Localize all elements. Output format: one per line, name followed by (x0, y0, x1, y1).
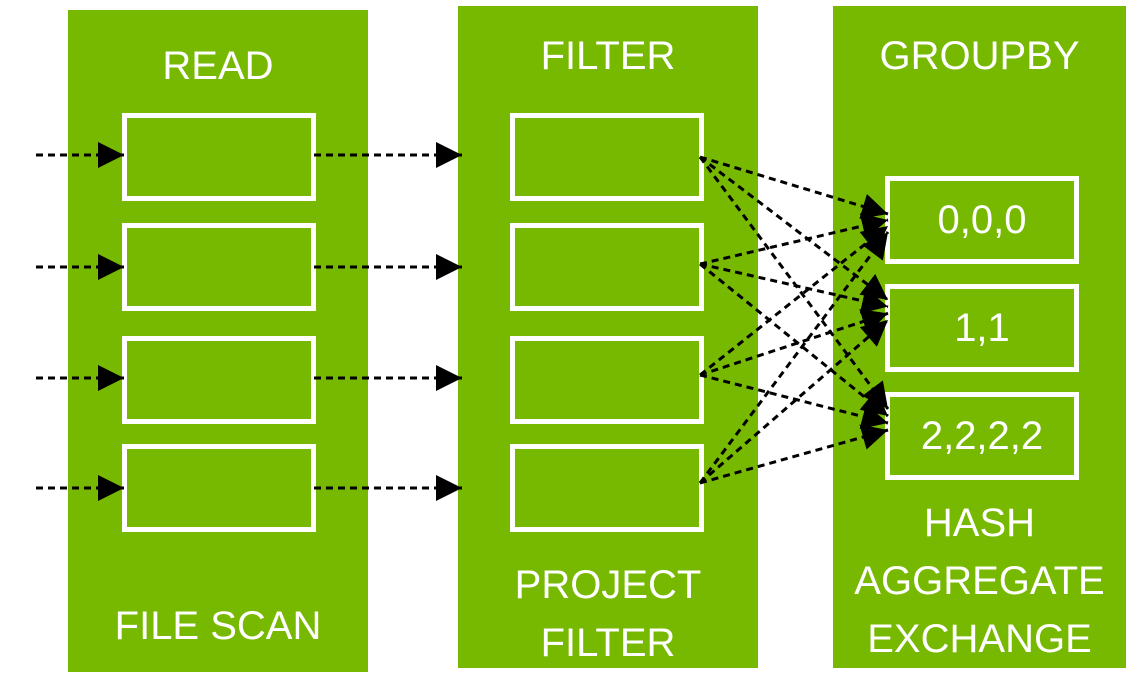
read-partition-box (122, 223, 316, 311)
stage-filter-title: FILTER (540, 34, 676, 78)
group-box: 2,2,2,2 (885, 392, 1079, 480)
group-label: 2,2,2,2 (920, 414, 1044, 458)
group-box: 1,1 (885, 284, 1079, 372)
read-partition-box (122, 444, 316, 532)
stage-groupby-footer-line3: EXCHANGE (867, 617, 1092, 661)
stage-read-title: READ (162, 44, 274, 88)
stage-groupby-title: GROUPBY (879, 34, 1080, 78)
filter-partition-box (510, 113, 704, 201)
stage-read-panel: READ FILE SCAN (68, 10, 368, 672)
stage-groupby-footer-line2: AGGREGATE (854, 559, 1105, 603)
group-label: 0,0,0 (937, 198, 1027, 242)
stage-groupby-footer-line1: HASH (923, 501, 1036, 545)
stage-read-footer: FILE SCAN (114, 604, 322, 648)
filter-partition-box (510, 223, 704, 311)
group-label: 1,1 (954, 306, 1010, 350)
read-partition-box (122, 336, 316, 424)
group-box: 0,0,0 (885, 176, 1079, 264)
filter-partition-box (510, 444, 704, 532)
stage-groupby-panel: GROUPBY 0,0,0 1,1 2,2,2,2 HASH AGGREGATE… (833, 6, 1126, 668)
stage-filter-footer-line1: PROJECT (514, 563, 702, 607)
stage-filter-footer-line2: FILTER (540, 621, 676, 665)
filter-partition-box (510, 336, 704, 424)
read-partition-box (122, 113, 316, 201)
stage-filter-panel: FILTER PROJECT FILTER (458, 6, 758, 668)
